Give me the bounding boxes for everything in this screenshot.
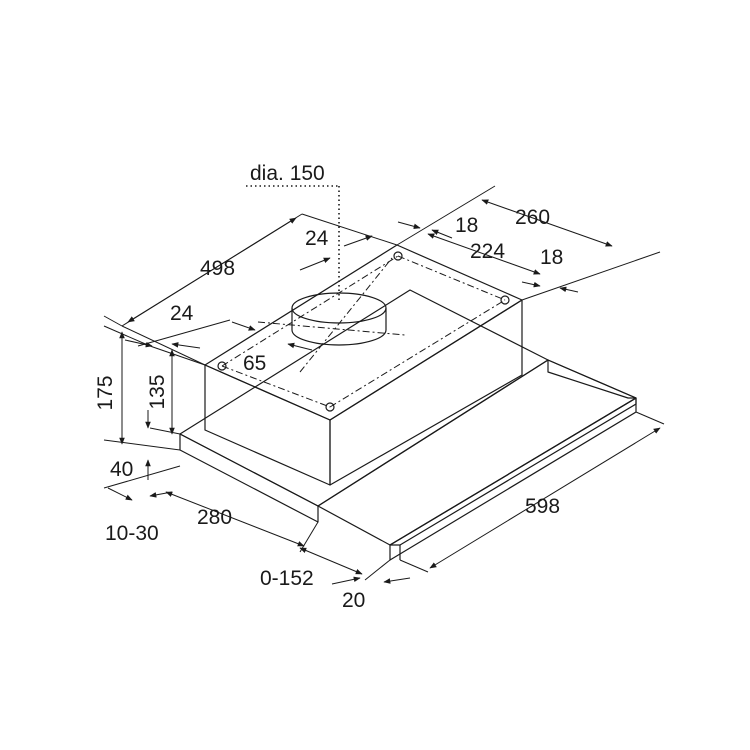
label-depth-280: 280 — [197, 506, 232, 529]
label-height-135: 135 — [146, 374, 169, 409]
screw-icon — [500, 295, 510, 305]
label-range-10-30: 10-30 — [105, 522, 159, 545]
screw-icon — [325, 402, 335, 412]
label-extension-0-152: 0-152 — [260, 567, 314, 590]
dimension-lines — [103, 185, 665, 585]
extractable-panel — [317, 359, 637, 561]
label-side-18-right: 18 — [540, 246, 563, 269]
label-offset-65: 65 — [243, 352, 266, 375]
label-height-175: 175 — [94, 375, 117, 410]
label-side-18-top: 18 — [455, 214, 478, 237]
label-offset-24-back: 24 — [305, 227, 329, 250]
dimension-labels: dia. 150 498 24 24 18 260 224 18 65 175 … — [94, 162, 563, 612]
label-offset-24-left: 24 — [170, 302, 194, 325]
hood-base — [179, 289, 549, 523]
screw-icon — [393, 251, 403, 261]
label-front-20: 20 — [342, 589, 365, 612]
label-height-40: 40 — [110, 458, 133, 481]
label-width-224: 224 — [470, 240, 505, 263]
screw-icon — [217, 361, 227, 371]
label-width-260: 260 — [515, 206, 550, 229]
label-depth-498: 498 — [200, 257, 235, 280]
label-width-598: 598 — [525, 495, 560, 518]
label-duct-diameter: dia. 150 — [250, 162, 325, 185]
